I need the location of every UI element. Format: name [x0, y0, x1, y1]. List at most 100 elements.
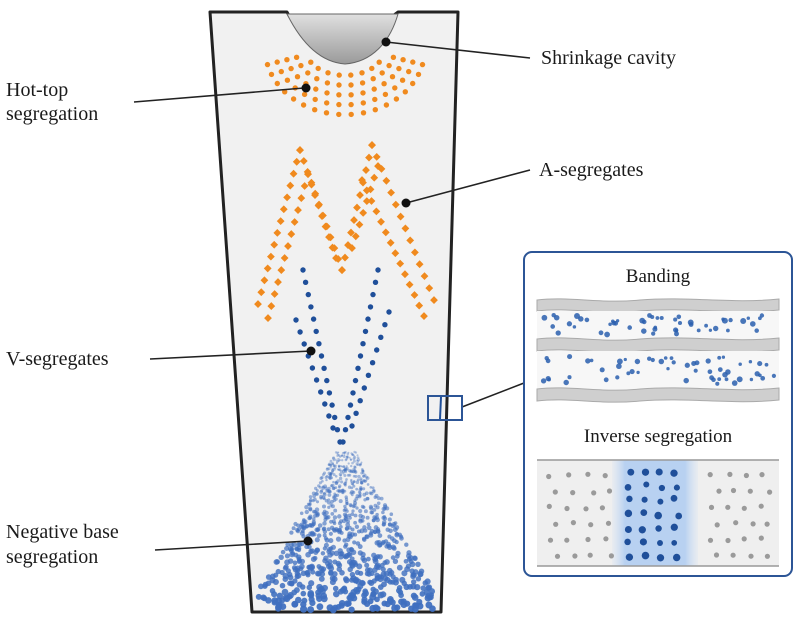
hot-top-dot [305, 70, 311, 76]
banding-dot [650, 357, 655, 363]
base-dot [314, 486, 318, 491]
a-segregate-diamond [279, 205, 288, 214]
base-dot [384, 559, 390, 565]
v-segregate-dot [302, 279, 309, 285]
hot-top-dot [389, 74, 396, 80]
base-dot [363, 473, 367, 477]
inverse-enriched-dot [627, 468, 635, 476]
base-dot [338, 465, 341, 469]
base-dot [348, 606, 355, 613]
inverse-enriched-dot [624, 484, 632, 491]
v-segregate-dot [369, 360, 376, 366]
base-dot [330, 483, 335, 488]
hot-top-dot [312, 107, 318, 113]
base-dot [349, 469, 353, 473]
hot-top-dot [278, 68, 284, 75]
base-dot [339, 474, 342, 477]
hot-top-dot [308, 59, 314, 65]
base-dot [370, 591, 377, 597]
base-dot [324, 515, 329, 520]
inverse-enriched-dot [670, 469, 678, 477]
a-segregate-diamond [368, 141, 376, 149]
base-dot [330, 504, 335, 509]
a-segregate-diamond [300, 182, 309, 190]
base-dot [255, 593, 262, 600]
v-segregate-dot [329, 402, 335, 408]
a-segregate-diamond [377, 217, 385, 226]
base-dot [293, 521, 298, 527]
base-dot [315, 492, 319, 496]
inverse-enriched-dot [624, 509, 633, 518]
base-dot [382, 515, 387, 519]
banding-dot [627, 325, 632, 330]
base-dot [322, 546, 328, 551]
base-dot [272, 578, 279, 586]
hot-top-dot [402, 89, 408, 95]
base-dot [344, 480, 348, 484]
hot-top-dot [323, 110, 330, 116]
v-segregate-dot [361, 385, 367, 391]
base-dot [381, 506, 386, 512]
inverse-gray-dot [585, 536, 591, 543]
base-dot [326, 527, 331, 532]
base-dot [338, 485, 341, 489]
hot-top-dot [415, 71, 422, 78]
a-segregate-diamond [304, 170, 312, 178]
base-dot [327, 467, 331, 471]
base-dot [341, 454, 344, 458]
negative-base-segregation-dots [255, 450, 436, 614]
hot-top-dot [382, 91, 389, 98]
base-dot [332, 528, 337, 533]
banding-dot [629, 369, 635, 375]
banding-dot [740, 318, 747, 324]
base-dot [330, 461, 335, 466]
base-dot [358, 463, 362, 467]
base-dot [364, 534, 370, 540]
base-dot [265, 580, 272, 587]
a-segregate-diamond [292, 157, 301, 166]
v-segregate-dot [305, 291, 311, 298]
v-segregate-dot [318, 353, 325, 359]
base-dot [359, 486, 363, 490]
base-dot [328, 477, 332, 480]
inverse-gray-dot [546, 503, 552, 509]
banding-dot [760, 375, 766, 381]
base-dot [350, 478, 353, 482]
base-dot [387, 517, 392, 522]
inverse-gray-dot [570, 520, 577, 526]
inverse-enriched-dot [641, 551, 650, 560]
a-segregate-diamond [370, 173, 379, 182]
hot-top-dot [360, 100, 366, 106]
base-dot [308, 514, 313, 519]
base-dot [346, 559, 353, 565]
banding-dot [717, 367, 723, 372]
base-dot [310, 569, 316, 575]
base-dot [337, 459, 340, 463]
base-dot [370, 510, 375, 515]
base-dot [304, 570, 310, 576]
endpoint-a-segregates [401, 198, 411, 208]
base-dot [338, 472, 343, 477]
base-dot [343, 504, 347, 509]
base-dot [324, 475, 328, 480]
base-dot [339, 465, 342, 468]
base-dot [329, 472, 333, 475]
base-dot [362, 471, 365, 475]
a-segregate-diamond [280, 254, 289, 262]
base-dot [348, 456, 351, 459]
base-dot [372, 507, 377, 512]
base-dot [330, 484, 333, 488]
base-dot [347, 451, 350, 454]
base-dot [337, 514, 342, 519]
base-dot [364, 562, 370, 568]
v-segregate-dot [370, 291, 376, 298]
leader-endpoints [301, 37, 411, 546]
banding-dot [545, 376, 551, 382]
a-segregate-diamond [274, 278, 282, 286]
base-dot [393, 521, 398, 525]
base-dot [359, 477, 363, 481]
base-dot [339, 530, 344, 535]
base-dot [337, 451, 340, 454]
hot-top-dot [264, 61, 271, 68]
base-dot [359, 487, 363, 491]
